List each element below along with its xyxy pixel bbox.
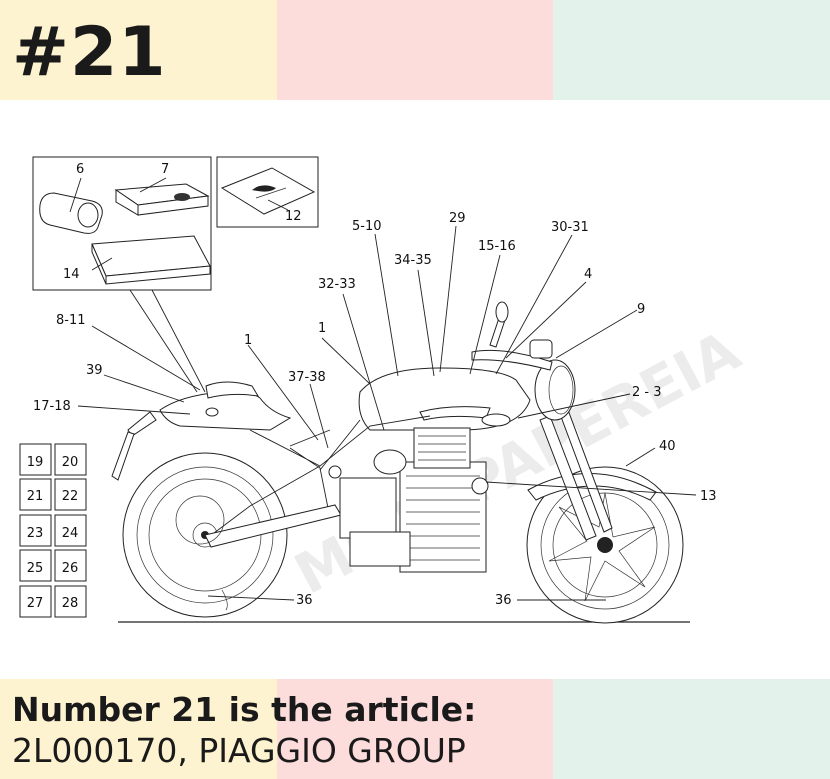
grid-19: 19 <box>27 455 44 470</box>
grid-24: 24 <box>62 526 79 541</box>
callout-29: 29 <box>449 211 466 226</box>
decal-grid: 19 20 21 22 23 24 25 26 27 28 <box>19 443 87 618</box>
callout-36-front: 36 <box>495 593 512 608</box>
callout-32-33: 32-33 <box>318 277 356 292</box>
callout-1-upper: 1 <box>318 321 326 336</box>
callout-1-lower: 1 <box>244 333 252 348</box>
bottom-color-band <box>0 679 830 779</box>
callout-34-35: 34-35 <box>394 253 432 268</box>
callout-4: 4 <box>584 267 592 282</box>
callout-39: 39 <box>86 363 103 378</box>
inset-cover-box <box>216 156 319 228</box>
callout-36-rear: 36 <box>296 593 313 608</box>
callout-2-3: 2 - 3 <box>632 385 662 400</box>
grid-23: 23 <box>27 526 44 541</box>
leader-lines <box>69 177 697 601</box>
parts-diagram: MOTOPAPEREIA <box>19 156 751 624</box>
callout-15-16: 15-16 <box>478 239 516 254</box>
callout-labels: 6 7 12 14 5-10 29 30-31 34-35 15-16 4 32… <box>33 162 717 608</box>
callout-6: 6 <box>76 162 84 177</box>
callout-14: 14 <box>63 267 80 282</box>
motorcycle-drawing <box>111 301 684 624</box>
callout-8-11: 8-11 <box>56 313 86 328</box>
callout-9: 9 <box>637 302 645 317</box>
top-color-band <box>0 0 830 100</box>
callout-5-10: 5-10 <box>352 219 382 234</box>
grid-25: 25 <box>27 561 44 576</box>
grid-21: 21 <box>27 489 44 504</box>
caption-heading: Number 21 is the article: <box>12 690 477 729</box>
diagram-number: #21 <box>12 13 167 92</box>
callout-30-31: 30-31 <box>551 220 589 235</box>
inset-kit-box <box>32 156 212 291</box>
callout-17-18: 17-18 <box>33 399 71 414</box>
grid-28: 28 <box>62 596 79 611</box>
caption-article: 2L000170, PIAGGIO GROUP <box>12 731 466 770</box>
callout-7: 7 <box>161 162 169 177</box>
grid-26: 26 <box>62 561 79 576</box>
callout-12: 12 <box>285 209 302 224</box>
callout-37-38: 37-38 <box>288 370 326 385</box>
grid-27: 27 <box>27 596 44 611</box>
grid-22: 22 <box>62 489 79 504</box>
callout-40: 40 <box>659 439 676 454</box>
callout-13: 13 <box>700 489 717 504</box>
grid-20: 20 <box>62 455 79 470</box>
